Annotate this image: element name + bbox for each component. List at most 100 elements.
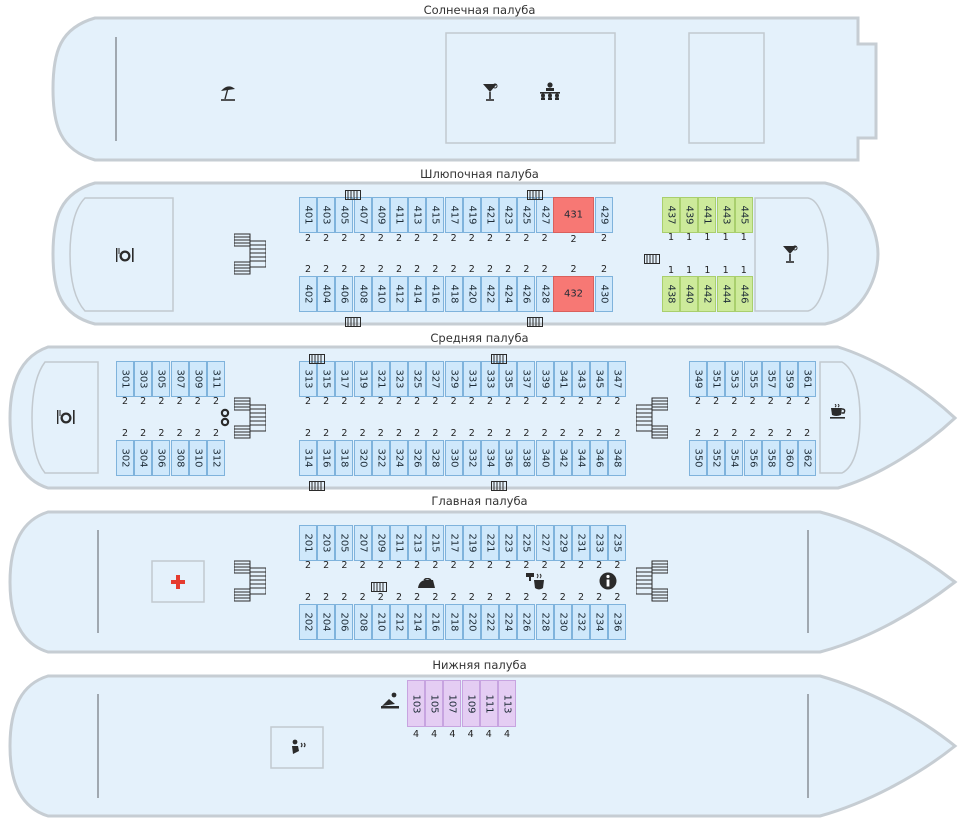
- cabin-359[interactable]: 359: [780, 361, 798, 397]
- cabin-226[interactable]: 226: [517, 604, 536, 640]
- cabin-338[interactable]: 338: [517, 440, 536, 476]
- cabin-218[interactable]: 218: [444, 604, 463, 640]
- cabin-417[interactable]: 417: [444, 197, 463, 233]
- cabin-317[interactable]: 317: [335, 361, 354, 397]
- cabin-333[interactable]: 333: [481, 361, 499, 397]
- cabin-236[interactable]: 236: [608, 604, 627, 640]
- cabin-439[interactable]: 439: [680, 197, 699, 233]
- cabin-438[interactable]: 438: [662, 276, 680, 312]
- cabin-307[interactable]: 307: [170, 361, 189, 397]
- cabin-337[interactable]: 337: [517, 361, 536, 397]
- cabin-221[interactable]: 221: [481, 525, 499, 561]
- cabin-211[interactable]: 211: [390, 525, 408, 561]
- cabin-432[interactable]: 432: [553, 276, 594, 312]
- cabin-215[interactable]: 215: [426, 525, 445, 561]
- cabin-315[interactable]: 315: [317, 361, 336, 397]
- cabin-113[interactable]: 113: [498, 680, 516, 727]
- cabin-444[interactable]: 444: [716, 276, 735, 312]
- cabin-346[interactable]: 346: [590, 440, 609, 476]
- cabin-319[interactable]: 319: [353, 361, 372, 397]
- cabin-344[interactable]: 344: [572, 440, 590, 476]
- cabin-210[interactable]: 210: [371, 604, 390, 640]
- cabin-223[interactable]: 223: [499, 525, 518, 561]
- cabin-440[interactable]: 440: [680, 276, 699, 312]
- cabin-304[interactable]: 304: [134, 440, 153, 476]
- cabin-305[interactable]: 305: [152, 361, 171, 397]
- cabin-303[interactable]: 303: [134, 361, 153, 397]
- cabin-424[interactable]: 424: [499, 276, 518, 312]
- cabin-322[interactable]: 322: [371, 440, 390, 476]
- cabin-209[interactable]: 209: [371, 525, 390, 561]
- cabin-425[interactable]: 425: [517, 197, 536, 233]
- cabin-107[interactable]: 107: [443, 680, 462, 727]
- cabin-411[interactable]: 411: [390, 197, 408, 233]
- cabin-306[interactable]: 306: [152, 440, 171, 476]
- cabin-401[interactable]: 401: [299, 197, 317, 233]
- cabin-204[interactable]: 204: [317, 604, 336, 640]
- cabin-334[interactable]: 334: [481, 440, 499, 476]
- cabin-349[interactable]: 349: [689, 361, 707, 397]
- cabin-429[interactable]: 429: [595, 197, 613, 233]
- cabin-343[interactable]: 343: [572, 361, 590, 397]
- cabin-219[interactable]: 219: [462, 525, 481, 561]
- cabin-228[interactable]: 228: [535, 604, 554, 640]
- cabin-206[interactable]: 206: [335, 604, 354, 640]
- cabin-358[interactable]: 358: [761, 440, 780, 476]
- cabin-212[interactable]: 212: [390, 604, 408, 640]
- cabin-350[interactable]: 350: [689, 440, 707, 476]
- cabin-362[interactable]: 362: [798, 440, 817, 476]
- cabin-207[interactable]: 207: [353, 525, 372, 561]
- cabin-355[interactable]: 355: [743, 361, 762, 397]
- cabin-442[interactable]: 442: [698, 276, 717, 312]
- cabin-214[interactable]: 214: [408, 604, 427, 640]
- cabin-203[interactable]: 203: [317, 525, 336, 561]
- cabin-103[interactable]: 103: [407, 680, 425, 727]
- cabin-446[interactable]: 446: [734, 276, 753, 312]
- cabin-328[interactable]: 328: [426, 440, 445, 476]
- cabin-225[interactable]: 225: [517, 525, 536, 561]
- cabin-229[interactable]: 229: [553, 525, 572, 561]
- cabin-423[interactable]: 423: [499, 197, 518, 233]
- cabin-301[interactable]: 301: [116, 361, 134, 397]
- cabin-351[interactable]: 351: [707, 361, 726, 397]
- cabin-422[interactable]: 422: [481, 276, 499, 312]
- cabin-414[interactable]: 414: [408, 276, 427, 312]
- cabin-316[interactable]: 316: [317, 440, 336, 476]
- cabin-230[interactable]: 230: [553, 604, 572, 640]
- cabin-314[interactable]: 314: [299, 440, 317, 476]
- cabin-404[interactable]: 404: [317, 276, 336, 312]
- cabin-321[interactable]: 321: [371, 361, 390, 397]
- cabin-111[interactable]: 111: [479, 680, 498, 727]
- cabin-227[interactable]: 227: [535, 525, 554, 561]
- cabin-311[interactable]: 311: [207, 361, 225, 397]
- cabin-310[interactable]: 310: [188, 440, 207, 476]
- cabin-323[interactable]: 323: [390, 361, 408, 397]
- cabin-437[interactable]: 437: [662, 197, 680, 233]
- cabin-327[interactable]: 327: [426, 361, 445, 397]
- cabin-220[interactable]: 220: [462, 604, 481, 640]
- cabin-421[interactable]: 421: [481, 197, 499, 233]
- cabin-234[interactable]: 234: [590, 604, 609, 640]
- cabin-231[interactable]: 231: [572, 525, 590, 561]
- cabin-418[interactable]: 418: [444, 276, 463, 312]
- cabin-412[interactable]: 412: [390, 276, 408, 312]
- cabin-408[interactable]: 408: [353, 276, 372, 312]
- cabin-430[interactable]: 430: [595, 276, 613, 312]
- cabin-407[interactable]: 407: [353, 197, 372, 233]
- cabin-224[interactable]: 224: [499, 604, 518, 640]
- cabin-347[interactable]: 347: [608, 361, 627, 397]
- cabin-357[interactable]: 357: [761, 361, 780, 397]
- cabin-109[interactable]: 109: [461, 680, 480, 727]
- cabin-308[interactable]: 308: [170, 440, 189, 476]
- cabin-336[interactable]: 336: [499, 440, 518, 476]
- cabin-419[interactable]: 419: [462, 197, 481, 233]
- cabin-348[interactable]: 348: [608, 440, 627, 476]
- cabin-326[interactable]: 326: [408, 440, 427, 476]
- cabin-217[interactable]: 217: [444, 525, 463, 561]
- cabin-431[interactable]: 431: [553, 197, 594, 233]
- cabin-309[interactable]: 309: [188, 361, 207, 397]
- cabin-340[interactable]: 340: [535, 440, 554, 476]
- cabin-402[interactable]: 402: [299, 276, 317, 312]
- cabin-312[interactable]: 312: [207, 440, 225, 476]
- cabin-339[interactable]: 339: [535, 361, 554, 397]
